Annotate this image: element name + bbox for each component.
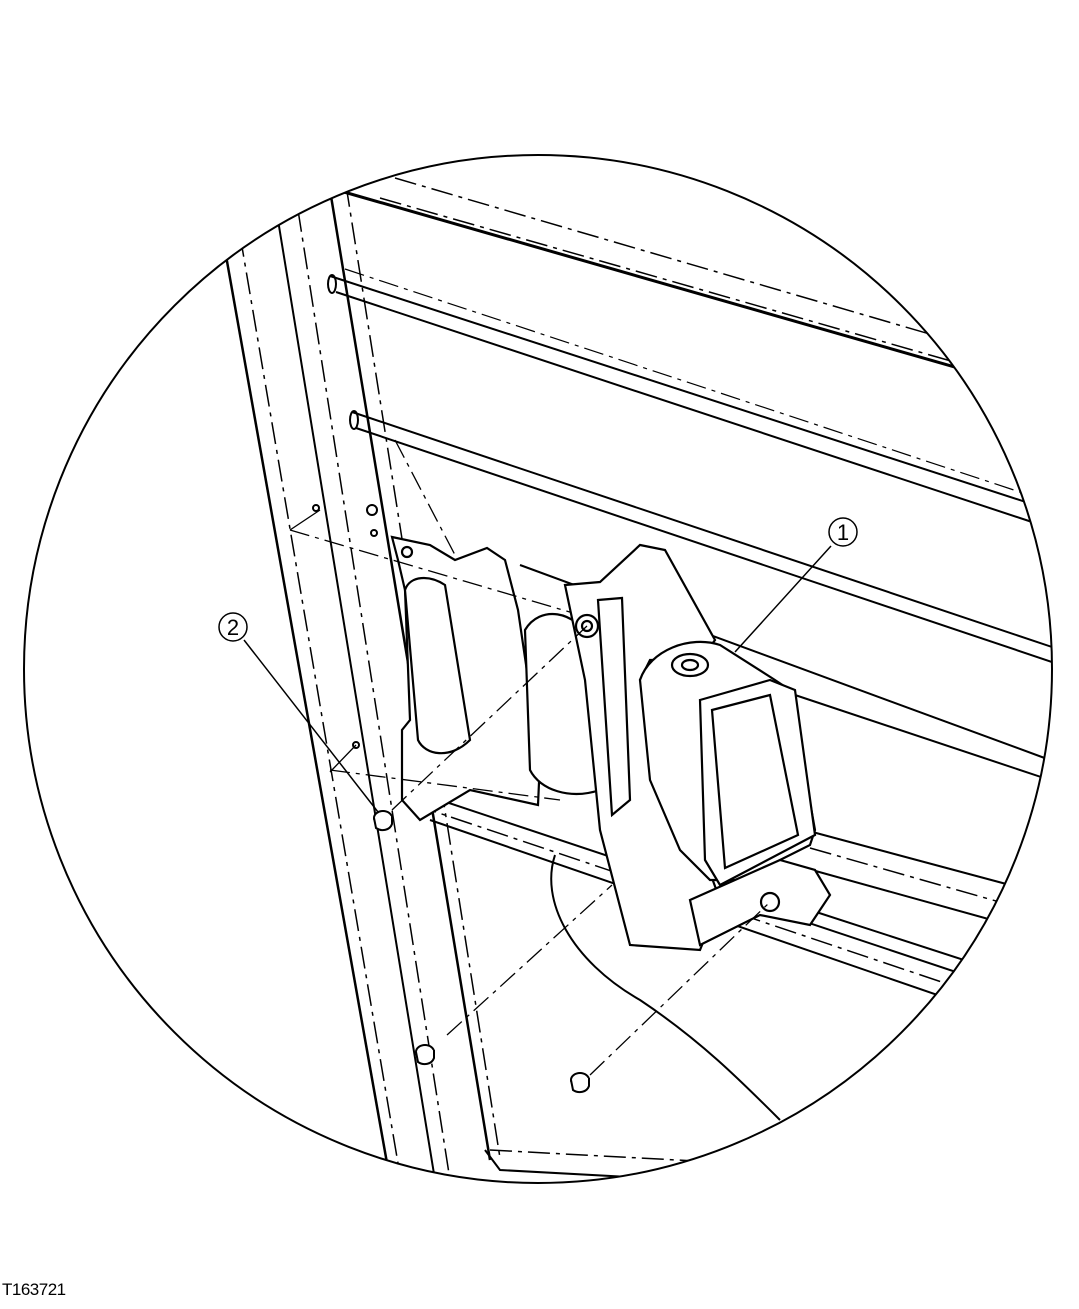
cap-screw-1: [373, 810, 393, 832]
assembly-lines: [391, 625, 771, 1076]
cab-structure: [223, 177, 1052, 1183]
leader-2: [243, 639, 379, 813]
cap-screws: [373, 810, 590, 1094]
callout-1-circle: [828, 517, 858, 547]
leader-lines: [243, 545, 832, 813]
figure-id-label: T163721: [2, 1280, 66, 1299]
mirror-bracket: [289, 439, 832, 1121]
leader-1: [734, 545, 832, 653]
detail-circle: [23, 154, 1053, 1184]
cap-screw-3: [570, 1072, 590, 1094]
callout-1: 1: [828, 517, 858, 547]
callout-1-label: 1: [837, 520, 849, 545]
cap-screw-2: [415, 1044, 435, 1066]
callout-2-circle: [218, 612, 248, 642]
callout-2: 2: [218, 612, 248, 642]
callout-2-label: 2: [227, 615, 239, 640]
